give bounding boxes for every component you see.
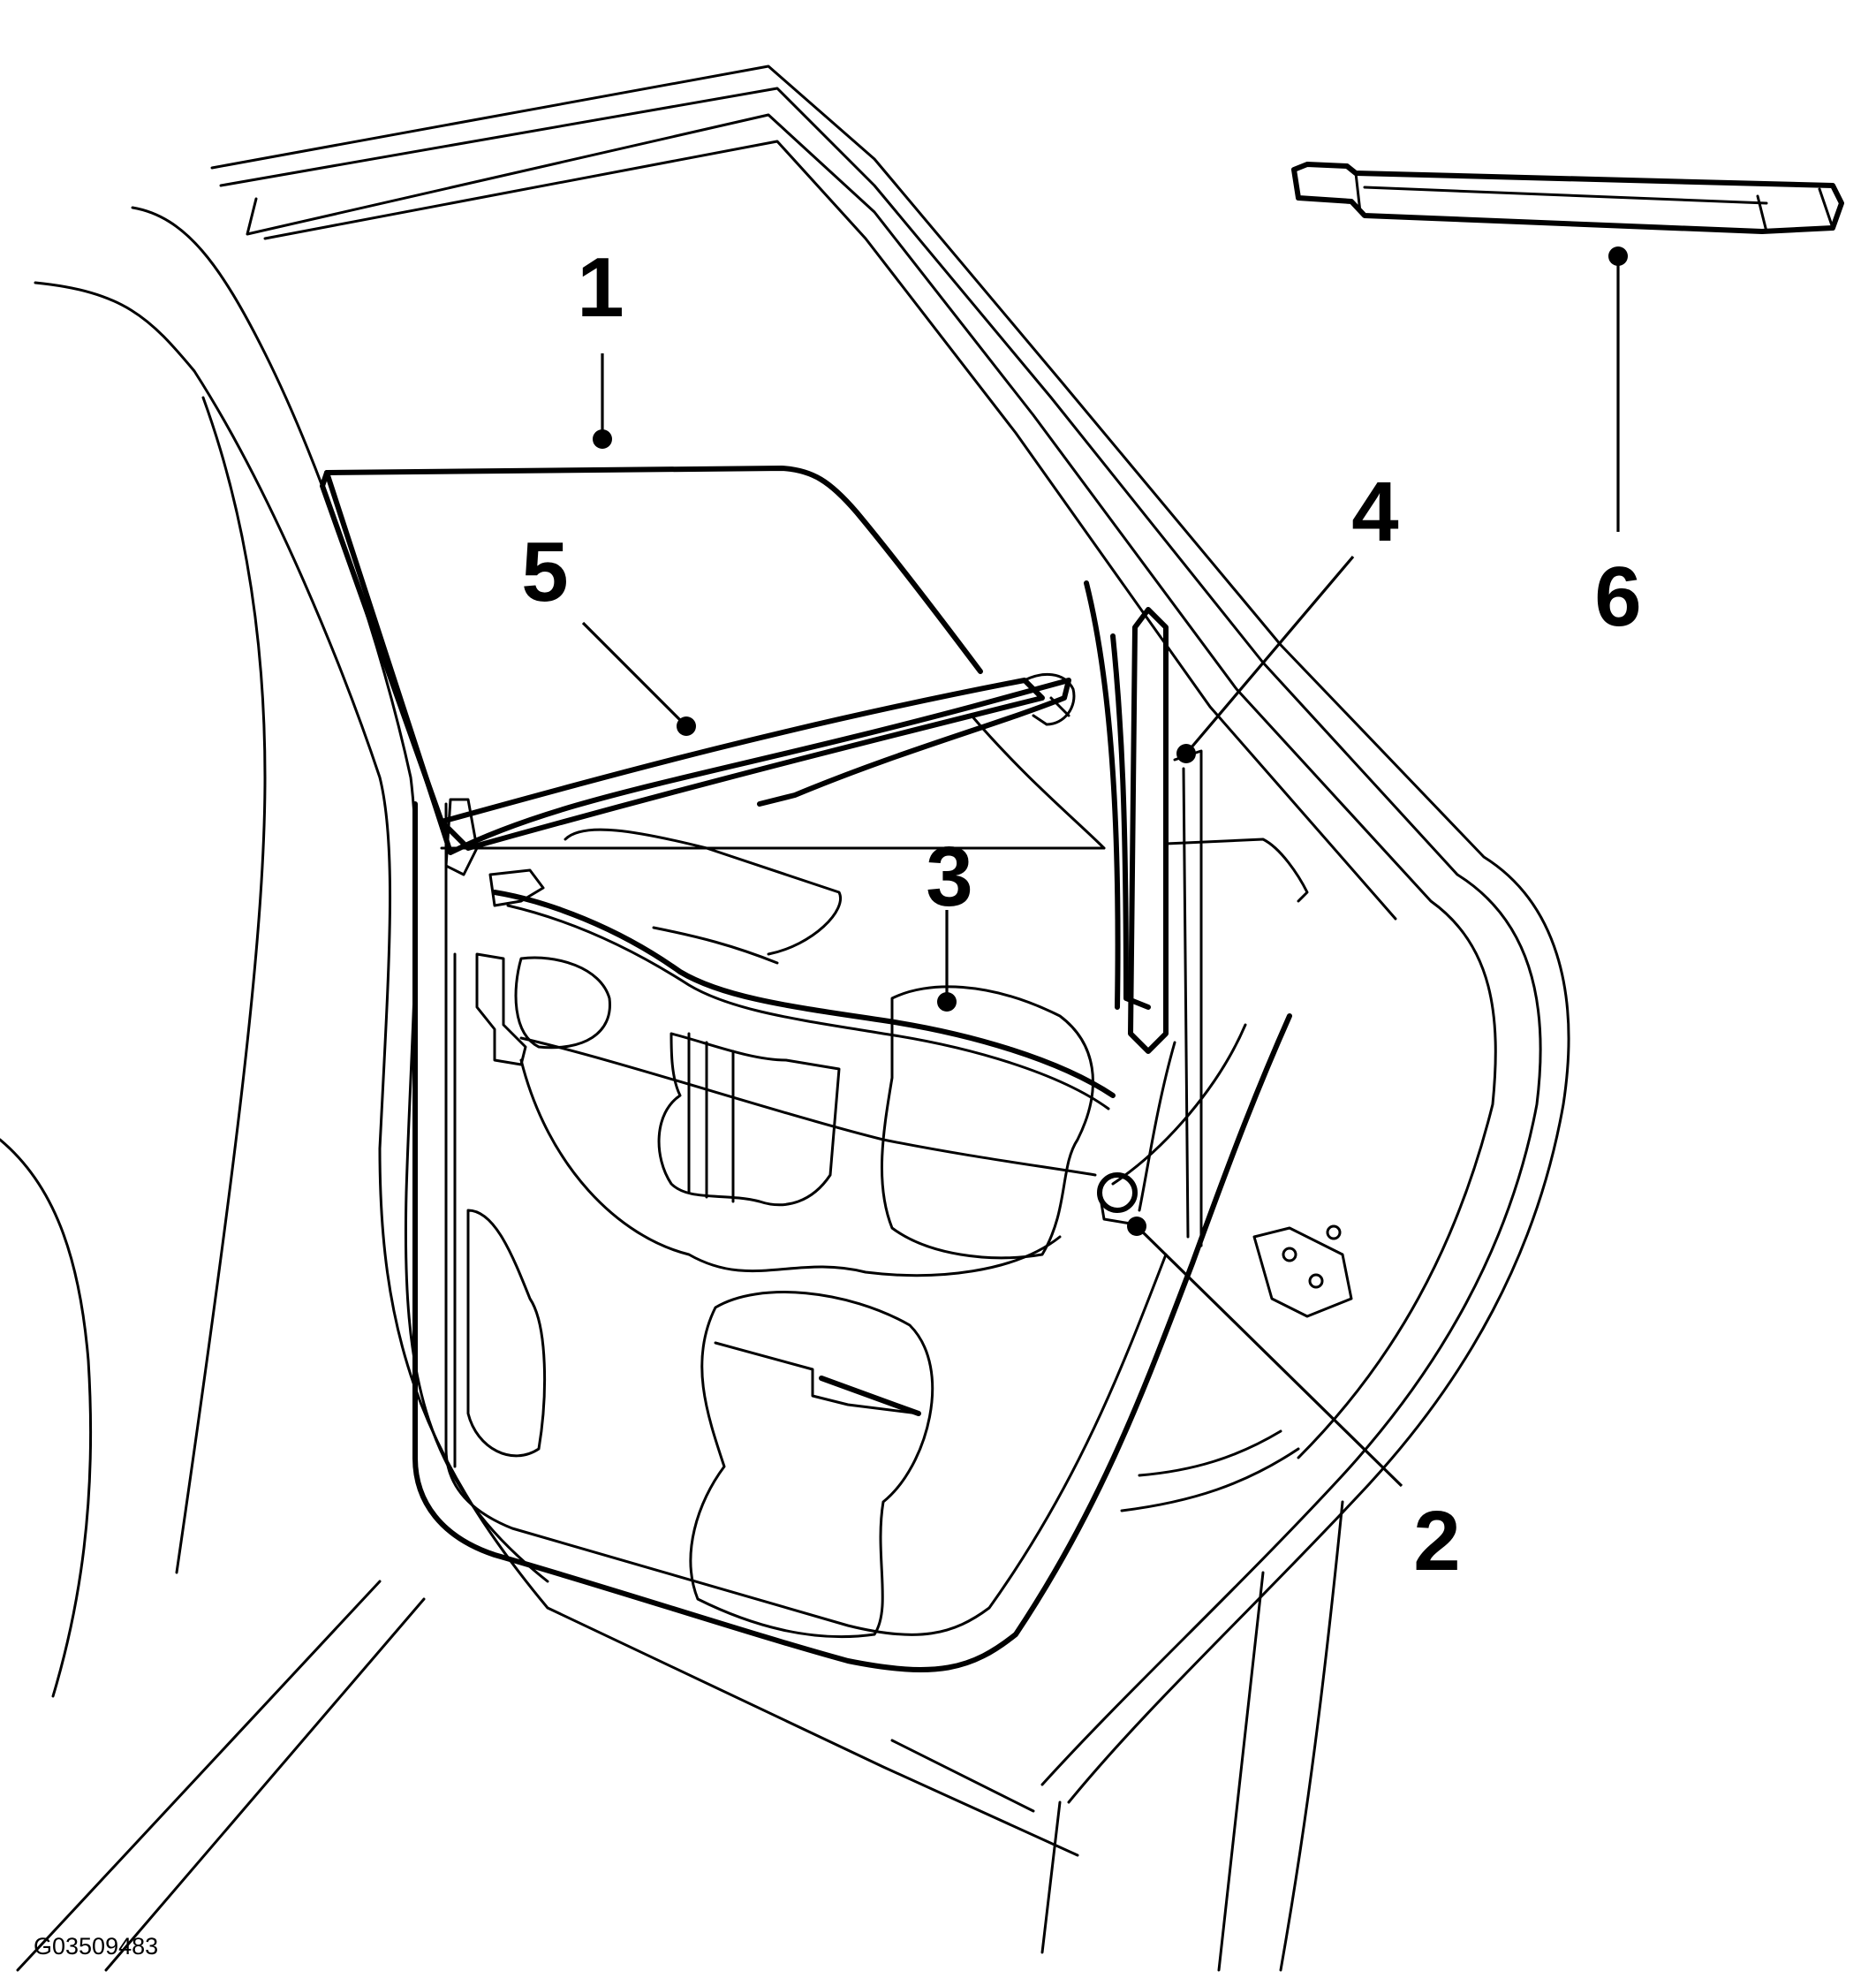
outer-belt-weatherstrip — [1291, 162, 1844, 234]
leader-4 — [1184, 555, 1355, 755]
leader-dot-6 — [1608, 246, 1628, 266]
hinge-plate — [1252, 1224, 1353, 1318]
leader-lines — [581, 246, 1628, 1488]
callout-4: 4 — [1351, 465, 1398, 559]
figure-id: G03509483 — [34, 1933, 158, 1959]
door-frame-outline — [0, 64, 1570, 1972]
leader-5 — [581, 621, 688, 728]
callout-3: 3 — [926, 830, 972, 924]
leader-dot-1 — [593, 429, 612, 449]
leader-2 — [1135, 1224, 1403, 1488]
door-inner-panel — [412, 801, 1292, 1672]
door-bolt — [1097, 1172, 1138, 1225]
leader-dot-2 — [1127, 1217, 1146, 1236]
window-run-channel — [320, 466, 1151, 1010]
leader-dot-4 — [1176, 744, 1196, 763]
leader-dot-5 — [677, 716, 696, 736]
callout-2: 2 — [1413, 1494, 1460, 1588]
rear-guide-channel — [1128, 607, 1309, 1247]
window-glass — [324, 470, 1106, 855]
callout-6: 6 — [1594, 550, 1641, 644]
callout-5: 5 — [521, 525, 568, 619]
leader-dot-3 — [937, 992, 957, 1012]
callout-labels: 1 5 3 4 2 6 — [521, 240, 1641, 1588]
callout-1: 1 — [577, 240, 624, 335]
regulator-cable — [444, 798, 1247, 1186]
